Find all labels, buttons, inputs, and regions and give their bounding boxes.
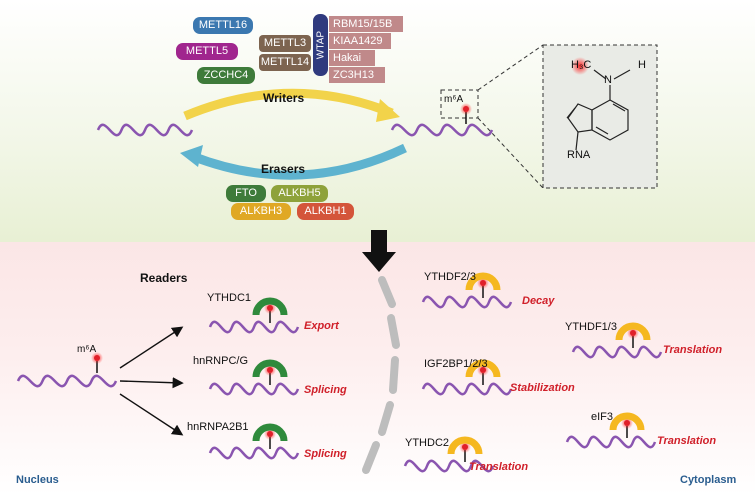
writer-label: METTL5 — [185, 45, 229, 57]
m6a-mark — [630, 330, 636, 336]
m6a-mark — [462, 444, 468, 450]
wtap-partner: RBM15/15B — [329, 16, 403, 32]
rna-label: RNA — [567, 149, 591, 161]
reader-protein — [252, 297, 288, 316]
reader-protein — [252, 423, 288, 442]
rna-strand — [16, 374, 118, 388]
reader-fate-label: Translation — [663, 344, 723, 356]
nuclear-membrane — [362, 441, 380, 474]
eraser-label: ALKBH5 — [278, 187, 321, 199]
rna-strand — [96, 123, 194, 137]
rna-strand — [421, 382, 513, 396]
nuclear-membrane — [378, 401, 394, 436]
reader-protein — [615, 322, 651, 341]
writers-title: Writers — [263, 91, 305, 105]
nucleus-label: Nucleus — [16, 474, 59, 486]
reader-protein — [447, 436, 483, 455]
wtap-box: WTAP — [313, 14, 328, 76]
reader-protein-label: eIF3 — [591, 411, 614, 423]
reader-fate-label: Export — [304, 320, 339, 332]
rna-strand — [565, 435, 657, 449]
rna-strand — [403, 459, 495, 473]
reader-protein — [465, 359, 501, 378]
eraser-box-fto: FTO — [226, 185, 266, 202]
nuclear-membrane — [387, 314, 400, 349]
reader-arrow — [119, 326, 184, 369]
m6a-tag: m⁶A — [444, 94, 464, 105]
writer-label: METTL3 — [263, 37, 307, 49]
rna-strand — [421, 295, 513, 309]
m6a-mark — [267, 367, 273, 373]
eraser-box-alkbh5: ALKBH5 — [271, 185, 328, 202]
reader-protein-label: YTHDF1/3 — [565, 321, 617, 333]
writer-label: ZCCHC4 — [203, 69, 249, 81]
erasers-arrow — [190, 143, 407, 180]
m6a-mark — [624, 420, 630, 426]
reader-fate-label: Translation — [469, 461, 529, 473]
m6a-label: m⁶A — [77, 344, 97, 355]
erasers-arrowhead — [180, 145, 203, 167]
writers-arrow — [183, 88, 394, 121]
reader-protein — [609, 412, 645, 431]
reader-fate-label: Splicing — [304, 384, 347, 396]
writer-box-zcchc4: ZCCHC4 — [197, 67, 255, 84]
reader-protein-label: YTHDF2/3 — [424, 271, 476, 283]
writer-label: METTL16 — [198, 19, 248, 31]
m6a-zoom-box — [440, 89, 479, 119]
nuclear-membrane — [389, 356, 399, 394]
structure-panel — [542, 44, 658, 189]
down-arrow — [362, 230, 396, 272]
rna-strand — [390, 123, 494, 137]
reader-protein-label: IGF2BP1/2/3 — [424, 358, 488, 370]
eraser-label: FTO — [235, 187, 257, 199]
wtap-partner: Hakai — [329, 50, 375, 66]
reader-protein-label: YTHDC1 — [207, 292, 252, 304]
reader-arrow — [119, 393, 184, 436]
reader-protein — [252, 359, 288, 378]
m6a-mark — [480, 367, 486, 373]
reader-arrow — [119, 377, 184, 389]
readers-panel — [0, 242, 755, 495]
wtap-partner: KIAA1429 — [329, 33, 391, 49]
reader-fate-label: Decay — [522, 295, 555, 307]
reader-protein — [465, 272, 501, 291]
eraser-label: ALKBH3 — [239, 205, 283, 217]
rna-strand — [208, 382, 300, 396]
reader-protein-label: YTHDC2 — [405, 437, 450, 449]
reader-fate-label: Translation — [657, 435, 717, 447]
wtap-partner: ZC3H13 — [329, 67, 385, 83]
m6a-mark — [267, 431, 273, 437]
reader-fate-label: Splicing — [304, 448, 347, 460]
writer-box-mettl14: METTL14 — [259, 54, 311, 71]
amine-h-label: H — [638, 59, 646, 71]
writer-box-mettl5: METTL5 — [176, 43, 238, 60]
rna-strand — [208, 446, 300, 460]
erasers-title: Erasers — [261, 162, 306, 176]
wtap-label: WTAP — [315, 30, 326, 60]
eraser-box-alkbh3: ALKBH3 — [231, 203, 291, 220]
m6a-mark — [463, 106, 469, 112]
cytoplasm-label: Cytoplasm — [680, 474, 737, 486]
m6a-mark — [480, 280, 486, 286]
nuclear-membrane — [378, 276, 396, 308]
readers-title: Readers — [140, 271, 188, 285]
adenine-structure — [566, 69, 631, 151]
writer-box-mettl3: METTL3 — [259, 35, 311, 52]
m6a-mark — [94, 355, 100, 361]
writer-box-mettl16: METTL16 — [193, 17, 253, 34]
eraser-label: ALKBH1 — [304, 205, 347, 217]
reader-protein-label: hnRNPA2B1 — [187, 421, 249, 433]
rna-strand — [571, 345, 663, 359]
rna-strand — [208, 320, 300, 334]
reader-fate-label: Stabilization — [510, 382, 575, 394]
m6a-mark — [267, 305, 273, 311]
amine-n-label: N — [604, 74, 612, 86]
writers-arrowhead — [376, 99, 400, 122]
eraser-box-alkbh1: ALKBH1 — [297, 203, 354, 220]
methyl-label: H₃C — [571, 59, 592, 71]
writer-label: METTL14 — [260, 56, 310, 68]
reader-protein-label: hnRNPC/G — [193, 355, 249, 367]
